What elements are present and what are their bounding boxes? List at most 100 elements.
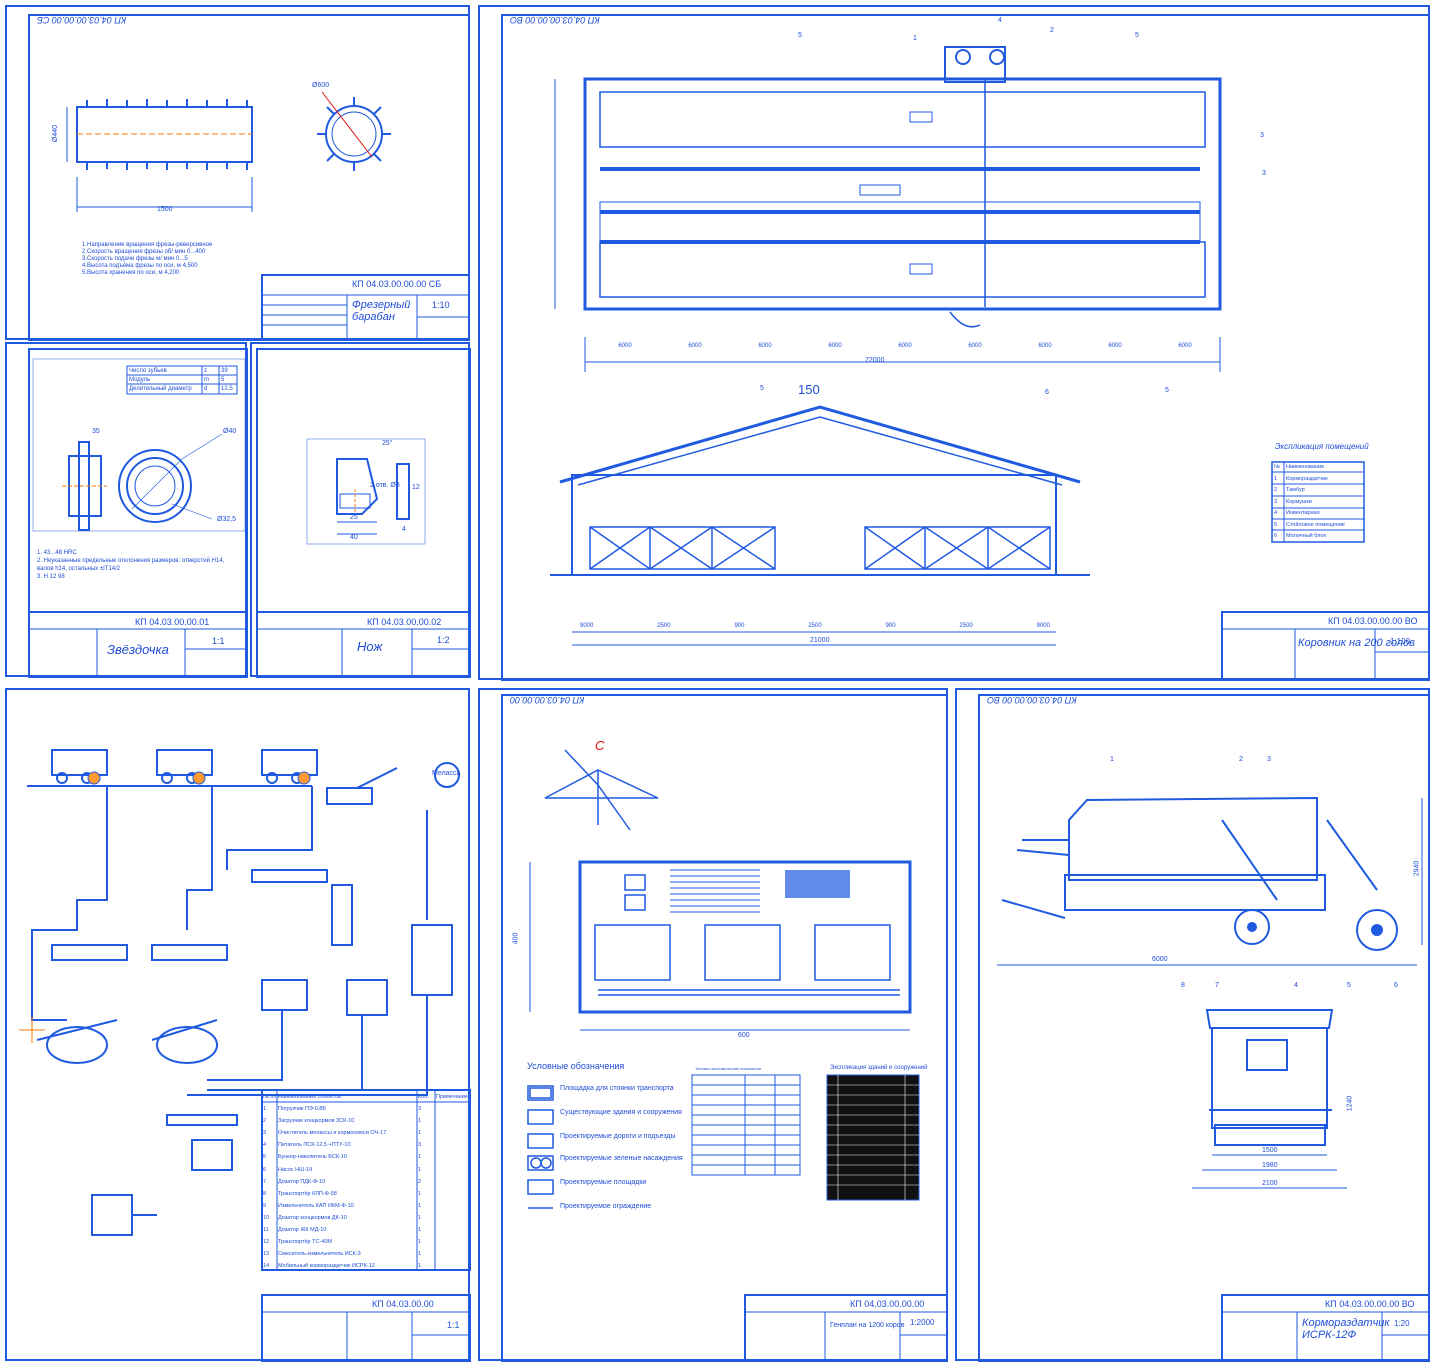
sheet-nozh: 40 25 25° 12 4 2 отв. Ø8 КП 04.03.00.00.… — [250, 342, 471, 678]
sheet-razdatchik: КП 04.03.00.00.00 ВО 6000 2940 1500 1980… — [955, 688, 1430, 1362]
note: 5.Высота хранения по оси, м 4,200 — [82, 270, 180, 276]
callout: 4 — [998, 17, 1002, 24]
callout: 3 — [1267, 756, 1271, 763]
note: 4.Высота подъёма фрезы по оси, м 4,500 — [82, 263, 198, 269]
param-symbol: z — [204, 368, 207, 374]
dim-d1: Ø40 — [223, 428, 237, 435]
param-value: 39 — [221, 368, 228, 374]
callout: 6 — [1394, 982, 1398, 989]
callout: 5 — [760, 385, 764, 392]
dim-diameter: Ø600 — [312, 82, 330, 89]
legend-item: Проектируемые площадки — [560, 1179, 647, 1186]
dim-hole: 2 отв. Ø8 — [370, 482, 400, 489]
callout: 2 — [1050, 27, 1054, 34]
stamp-code: КП 04.03.00.00 — [372, 1299, 434, 1309]
callout: 5 — [1135, 32, 1139, 39]
table2-title: Экспликация зданий и сооружений — [830, 1065, 928, 1071]
dim-h: 12 — [412, 484, 420, 491]
sheet-code: КП 04.03.00.00.00 — [510, 695, 585, 705]
sheet-genplan: КП 04.03.00.00.00 С 600 400 Условные обо… — [478, 688, 948, 1362]
dim-length: 6000 — [1152, 956, 1168, 963]
legend: Площадка для стоянки транспорта Существу… — [560, 1085, 685, 1211]
callout: 7 — [1215, 982, 1219, 989]
stamp-code: КП 04.03.00.00.02 — [367, 617, 442, 627]
stamp-title: Кормораздатчик ИСРК-12Ф — [1302, 1317, 1390, 1341]
zvezdochka-drawing — [28, 348, 248, 678]
notes: 1. 43...48 HRC 2. Неуказанные предельные… — [37, 549, 224, 581]
dim-w: 35 — [92, 428, 100, 435]
genplan-drawing — [501, 694, 948, 1362]
note: 3. Н 12 98 — [37, 574, 65, 580]
razdatchik-drawing — [978, 694, 1430, 1362]
dim-b: 25 — [350, 514, 358, 521]
stamp-scale: 1:2000 — [910, 1318, 935, 1327]
stamp-scale: 1:2 — [437, 635, 450, 645]
expl-title: Экспликация помещений — [1275, 442, 1369, 451]
stamp-code: КП 04.03.00.00.01 — [135, 617, 210, 627]
stamp-scale: 1:20 — [1394, 1319, 1410, 1328]
callout: 8 — [1181, 982, 1185, 989]
dim-w2: 1980 — [1262, 1162, 1278, 1169]
height-dim: 400 — [512, 932, 520, 945]
section-dim: 2500 — [959, 623, 973, 629]
bay-dim: 6000 — [758, 343, 772, 349]
stamp-scale: 1:1 — [212, 636, 225, 646]
stamp-code: КП 04.03.00.00.00 — [850, 1299, 925, 1309]
stamp-title: Звёздочка — [107, 642, 169, 657]
section-label: 150 — [798, 382, 820, 397]
stamp-title: Нож — [357, 639, 383, 654]
stamp-code: КП 04.03.00.00.00 ВО — [1328, 616, 1418, 626]
callout: 3 — [1262, 170, 1266, 177]
section-dim: 9000 — [580, 623, 594, 629]
sheet-code: КП 04.03.00.00.00 ВО — [510, 15, 600, 25]
stamp-title: Генплан на 1200 коров — [830, 1322, 905, 1329]
callout: 2 — [1239, 756, 1243, 763]
legend-item: Существующие здания и сооружения — [560, 1109, 682, 1116]
callout: 6 — [1045, 389, 1049, 396]
bay-dim: 6000 — [618, 343, 632, 349]
section-dim: 2500 — [657, 623, 671, 629]
sheet-code: КП 04.03.00.00.00 СБ — [37, 15, 127, 25]
table1-title: Технико-экономические показатели — [695, 1066, 762, 1071]
dim-a: 40 — [350, 534, 358, 541]
skhema-drawing — [19, 749, 471, 1362]
callout: 1 — [1110, 756, 1114, 763]
dim-height: 2940 — [1413, 860, 1421, 877]
section-dims: 9000 2500 900 2500 900 2500 9000 — [580, 623, 1050, 629]
bay-dim: 6000 — [1108, 343, 1122, 349]
width-dim: 600 — [738, 1032, 750, 1039]
param-value: 12,5 — [221, 386, 233, 392]
section-dim: 2500 — [808, 623, 822, 629]
param-value: 5 — [221, 377, 225, 383]
bay-dim: 6000 — [828, 343, 842, 349]
bay-dim: 6000 — [898, 343, 912, 349]
stamp-scale: 1:10 — [432, 300, 450, 310]
molasses-label: Мелассa — [432, 770, 461, 777]
param-symbol: m — [204, 377, 209, 383]
section-dim: 900 — [885, 623, 896, 629]
param-name: Делительный диаметр — [129, 386, 192, 392]
legend-item: Проектируемые дороги и подъезды — [560, 1133, 676, 1140]
korovnik-drawing — [501, 14, 1430, 681]
section-dim: 900 — [734, 623, 745, 629]
dim-w3: 2100 — [1262, 1180, 1278, 1187]
dim-d2: Ø32,5 — [217, 516, 237, 523]
